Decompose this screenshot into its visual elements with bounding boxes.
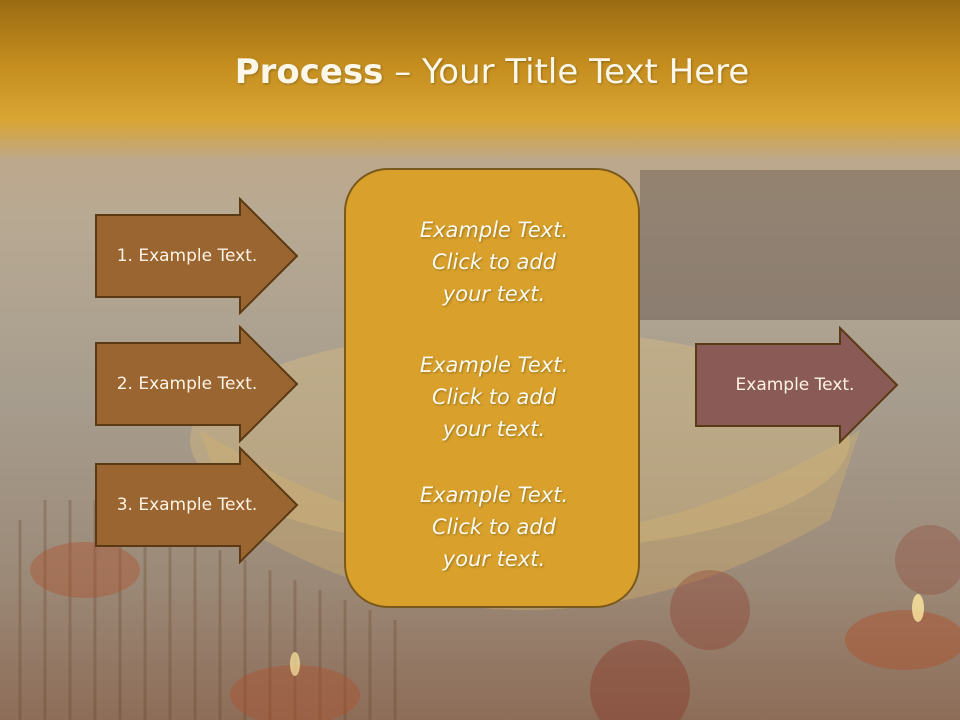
step-label-2: 2. Example Text.: [116, 374, 258, 394]
arrow-shape: [95, 197, 299, 315]
block-line: Click to add: [431, 515, 556, 539]
slide-title[interactable]: Process – Your Title Text Here: [0, 52, 960, 92]
block-line: Click to add: [431, 385, 556, 409]
block-line: your text.: [442, 547, 546, 571]
title-bold: Process: [234, 52, 384, 92]
block-line: your text.: [442, 282, 546, 306]
block-line: Example Text.: [419, 483, 569, 507]
arrow-shape: [95, 325, 299, 443]
block-line: Example Text.: [419, 218, 569, 242]
step-arrow-3[interactable]: 3. Example Text.: [94, 446, 300, 564]
step-label-1: 1. Example Text.: [116, 246, 258, 266]
center-block-2[interactable]: Example Text. Click to add your text.: [346, 349, 642, 445]
step-arrow-2[interactable]: 2. Example Text.: [94, 325, 300, 443]
block-line: Click to add: [431, 250, 556, 274]
arrow-shape: [695, 326, 899, 444]
block-line: Example Text.: [419, 353, 569, 377]
block-line: your text.: [442, 417, 546, 441]
center-text-box[interactable]: Example Text. Click to add your text. Ex…: [344, 168, 640, 608]
arrow-shape: [95, 446, 299, 564]
center-block-1[interactable]: Example Text. Click to add your text.: [346, 214, 642, 310]
step-label-3: 3. Example Text.: [116, 495, 258, 515]
output-arrow[interactable]: Example Text.: [694, 326, 900, 444]
output-label: Example Text.: [735, 375, 855, 395]
title-banner: [0, 0, 960, 160]
title-rest: – Your Title Text Here: [383, 52, 750, 92]
step-arrow-1[interactable]: 1. Example Text.: [94, 197, 300, 315]
center-block-3[interactable]: Example Text. Click to add your text.: [346, 479, 642, 575]
